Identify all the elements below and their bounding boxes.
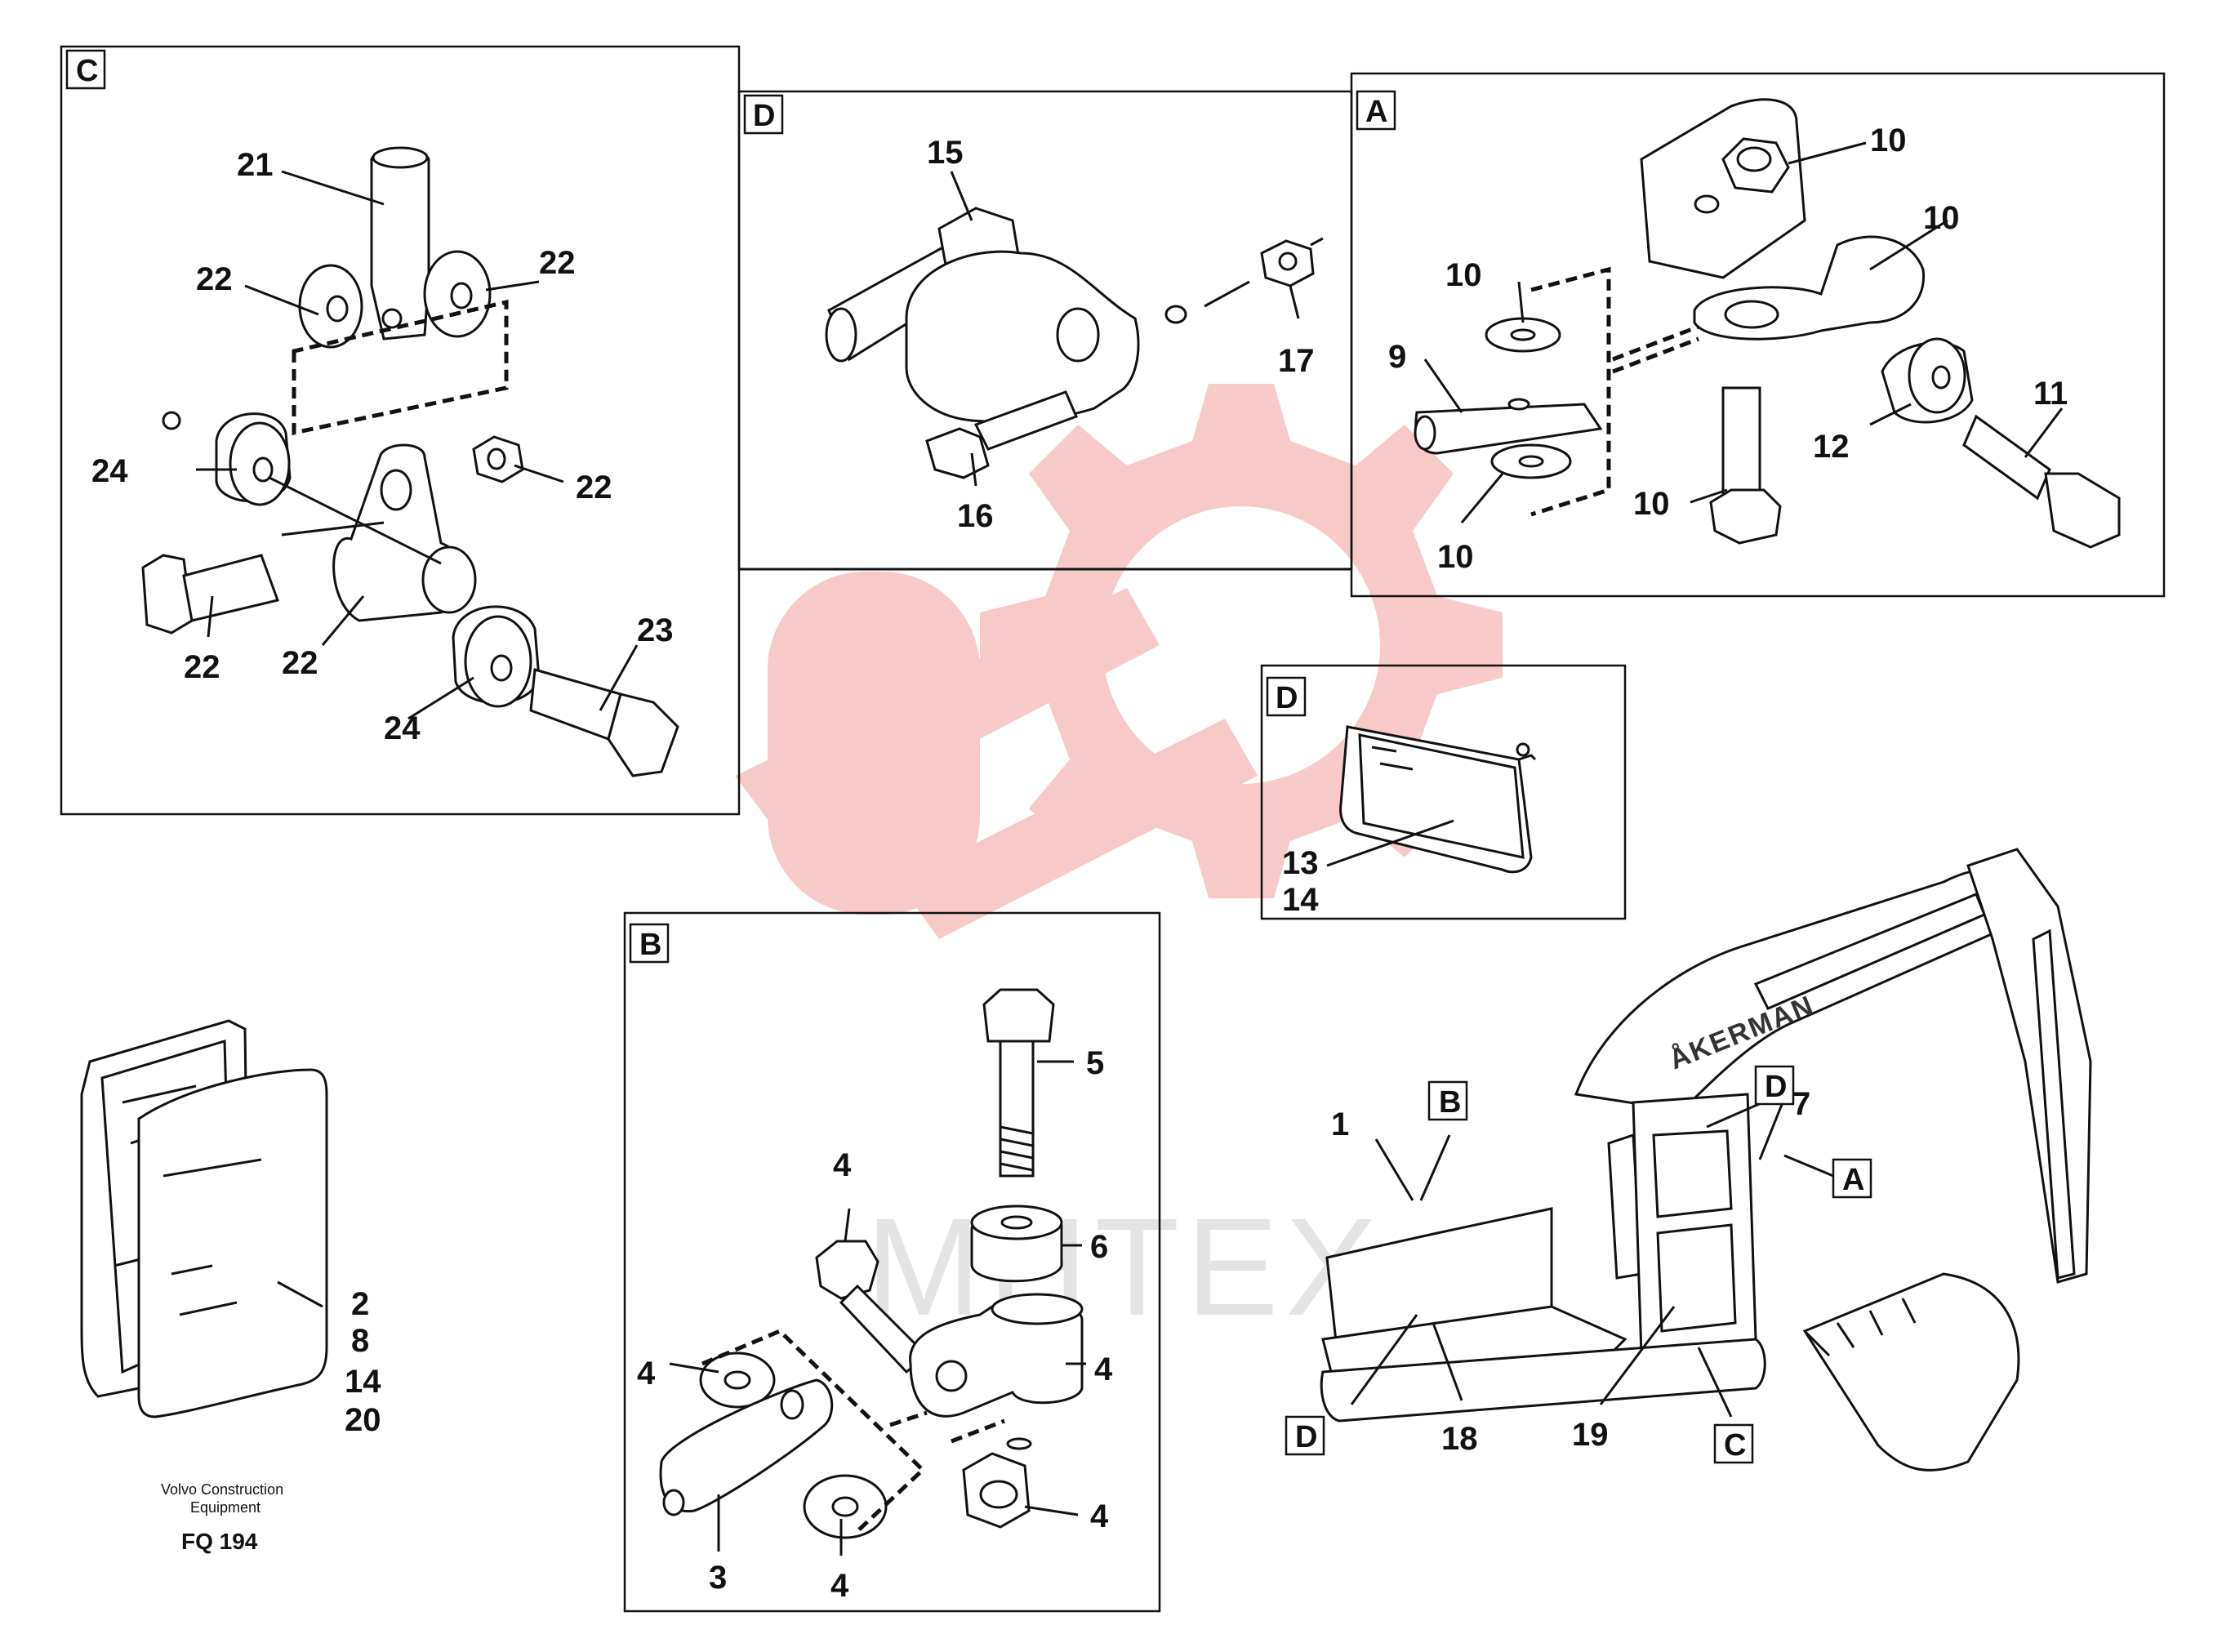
figure-code: FQ 194 — [181, 1529, 258, 1554]
watermark-text: MHTEX — [866, 1190, 1384, 1345]
part-label: 9 — [1388, 339, 1406, 375]
panel-c-letter: C — [76, 54, 98, 88]
part-label: 18 — [1441, 1421, 1478, 1457]
callout-a: A — [1842, 1163, 1864, 1197]
mirror-assembly: 2 8 14 20 — [80, 1019, 381, 1438]
panel-a: A — [1350, 72, 2166, 598]
part-label: 15 — [927, 135, 964, 171]
watermark-wrench-icon — [735, 588, 1258, 939]
part-label: 14 — [1282, 882, 1319, 918]
maker-line-1: Volvo Construction — [161, 1481, 283, 1498]
part-label: 4 — [830, 1568, 849, 1604]
part-label: 11 — [2033, 376, 2068, 412]
part-label: 12 — [1813, 429, 1850, 465]
part-label: 2 — [351, 1286, 369, 1322]
part-label: 4 — [833, 1147, 852, 1183]
part-label: 24 — [384, 710, 421, 746]
part-label: 17 — [1278, 343, 1315, 379]
part-label: 20 — [345, 1402, 381, 1438]
part-label: 14 — [345, 1364, 381, 1400]
footer: Volvo Construction Equipment FQ 194 — [161, 1481, 283, 1554]
panel-b-letter: B — [639, 928, 661, 962]
callout-c: C — [1724, 1428, 1746, 1463]
part-label: 22 — [184, 649, 220, 685]
mirror-glass-icon — [1339, 725, 1533, 874]
part-label: 22 — [576, 470, 612, 505]
part-label: 10 — [1633, 486, 1670, 522]
part-label: 1 — [1331, 1107, 1349, 1142]
part-label: 8 — [351, 1323, 369, 1359]
mirror-glass-icon — [137, 1068, 328, 1418]
part-label: 19 — [1572, 1417, 1609, 1453]
part-label: 10 — [1923, 200, 1960, 236]
part-label: 22 — [196, 261, 233, 297]
panel-d-top-letter: D — [753, 99, 775, 133]
part-label: 24 — [91, 453, 128, 489]
panel-d-mid: D 13 14 — [1260, 664, 1627, 920]
part-label: 10 — [1870, 122, 1907, 158]
part-label: 21 — [237, 147, 274, 183]
maker-line-2: Equipment — [190, 1499, 260, 1516]
part-label: 16 — [957, 498, 994, 534]
callout-d: D — [1295, 1420, 1317, 1454]
part-label: 10 — [1437, 539, 1474, 575]
watermark — [735, 384, 1503, 939]
panel-b: B — [623, 911, 1161, 1613]
part-label: 22 — [539, 245, 576, 281]
panel-c: C — [60, 45, 741, 816]
part-label: 4 — [1094, 1351, 1113, 1387]
excavator-overview: ÅKERMAN B D A D — [1285, 848, 2092, 1472]
callout-d: D — [1765, 1070, 1787, 1104]
part-label: 4 — [1090, 1498, 1109, 1534]
part-label: 5 — [1086, 1045, 1104, 1081]
part-label: 10 — [1445, 257, 1482, 293]
panel-a-letter: A — [1365, 95, 1387, 129]
panel-d-mid-letter: D — [1276, 681, 1298, 715]
part-label: 23 — [637, 612, 674, 648]
part-label: 22 — [282, 645, 318, 681]
callout-b: B — [1439, 1085, 1461, 1120]
part-label: 3 — [709, 1560, 727, 1596]
part-label: 13 — [1282, 845, 1319, 881]
part-label: 4 — [637, 1356, 656, 1392]
part-label: 6 — [1090, 1229, 1108, 1265]
part-label: 7 — [1792, 1086, 1810, 1122]
